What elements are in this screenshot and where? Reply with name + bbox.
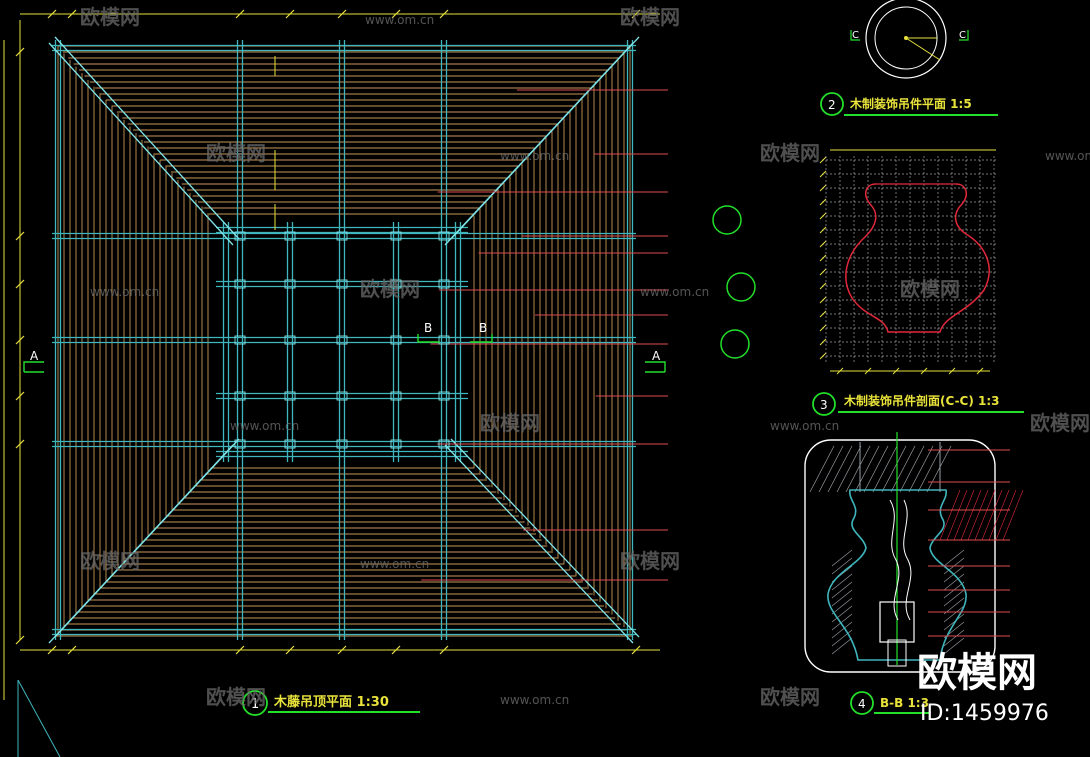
watermark-brand: 欧模网 bbox=[900, 277, 960, 301]
watermark-url: www.om.cn bbox=[230, 419, 299, 433]
section-label-b-left: B bbox=[424, 321, 432, 335]
watermark-brand: 欧模网 bbox=[620, 5, 680, 29]
watermark-url: www.om.cn bbox=[500, 693, 569, 707]
section-label-b-right: B bbox=[479, 321, 487, 335]
watermark-brand: 欧模网 bbox=[80, 549, 140, 573]
watermark-url: www.om.cn bbox=[770, 419, 839, 433]
watermark-brand: 欧模网 bbox=[760, 685, 820, 709]
watermark-brand: 欧模网 bbox=[360, 277, 420, 301]
watermark-brand: 欧模网 bbox=[206, 141, 266, 165]
section-label-a-right: A bbox=[652, 349, 661, 363]
section-label-a-left: A bbox=[30, 349, 39, 363]
detail-2-title: 木制装饰吊件平面 1:5 bbox=[849, 96, 972, 111]
corner-watermark: 欧模网 ID:1459976 bbox=[917, 650, 1049, 726]
detail-3-number: 3 bbox=[820, 398, 828, 412]
watermark-brand: 欧模网 bbox=[620, 549, 680, 573]
watermark-brand: 欧模网 bbox=[206, 685, 266, 709]
detail-4-number: 4 bbox=[858, 697, 866, 711]
watermark-url: www.om.cn bbox=[360, 557, 429, 571]
watermark-url: www.om.cn bbox=[1045, 149, 1090, 163]
detail-3-title: 木制装饰吊件剖面(C-C) 1:3 bbox=[843, 393, 1000, 408]
watermark-url: www.om.cn bbox=[500, 149, 569, 163]
watermark-brand: 欧模网 bbox=[480, 411, 540, 435]
section-label-c-left: C bbox=[852, 30, 859, 41]
corner-id: ID:1459976 bbox=[920, 701, 1049, 726]
watermark-url: www.om.cn bbox=[640, 285, 709, 299]
corner-brand: 欧模网 bbox=[917, 650, 1037, 696]
plan-title: 木藤吊顶平面 1:30 bbox=[273, 694, 389, 710]
watermark-url: www.om.cn bbox=[90, 285, 159, 299]
section-label-c-right: C bbox=[959, 30, 966, 41]
watermark-url: www.om.cn bbox=[365, 13, 434, 27]
detail-2-number: 2 bbox=[828, 98, 836, 112]
watermark-brand: 欧模网 bbox=[1030, 411, 1090, 435]
watermark-brand: 欧模网 bbox=[760, 141, 820, 165]
watermark-brand: 欧模网 bbox=[80, 5, 140, 29]
